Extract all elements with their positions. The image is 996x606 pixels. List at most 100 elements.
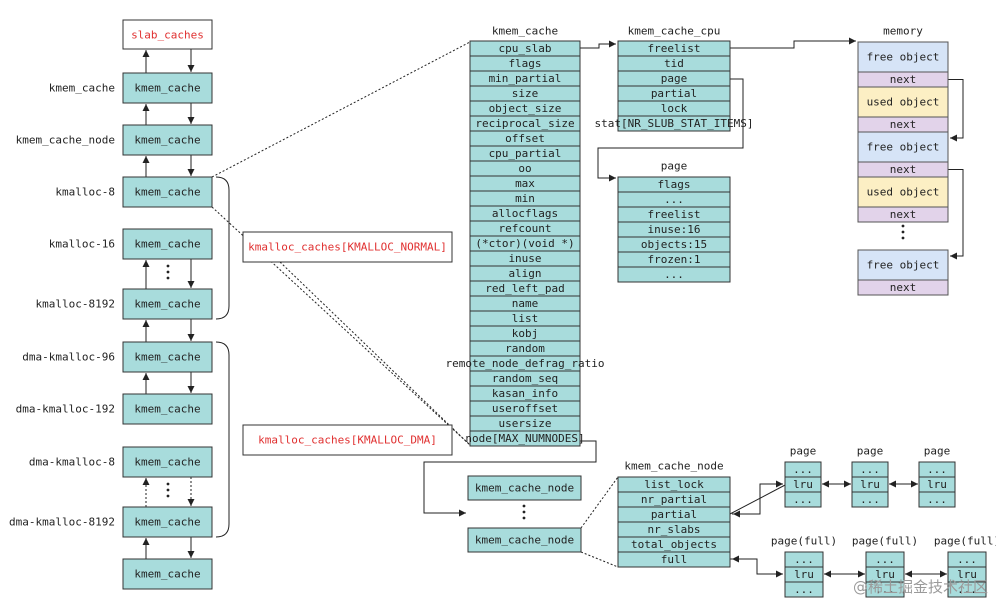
full-page-title: page(full)	[771, 535, 837, 548]
ellipsis-icon	[166, 494, 170, 498]
ellipsis-icon	[522, 510, 526, 514]
kmem-cache-cpu-field-label: lock	[661, 102, 688, 115]
full-page-cell-label: ...	[957, 583, 977, 596]
kmem-cache-box-label: kmem_cache	[134, 351, 200, 364]
kmem-cache-field-label: random	[505, 342, 545, 355]
kmem-cache-field-label: allocflags	[492, 207, 558, 220]
page-field-label: ...	[664, 268, 684, 281]
kmem-cache-box-label: kmem_cache	[134, 403, 200, 416]
kmem-cache-field-label: oo	[518, 162, 531, 175]
full-page-cell-label: ...	[875, 583, 895, 596]
ellipsis-icon	[166, 482, 170, 486]
kmem-cache-field-label: (*ctor)(void *)	[475, 237, 574, 250]
full-page-cell	[784, 581, 824, 598]
cache-name-label: kmem_cache	[49, 82, 115, 95]
kmem-cache-field-label: random_seq	[492, 372, 558, 385]
memory-block-label: free object	[867, 141, 940, 154]
free-object-block	[857, 41, 949, 73]
kmem-cache-field-label: remote_node_defrag_ratio	[446, 357, 605, 370]
cache-name-label: kmalloc-16	[49, 238, 115, 251]
kmem-cache-node-box	[467, 527, 582, 553]
kmem-cache-box-label: kmem_cache	[134, 456, 200, 469]
kmem-cache-box	[122, 176, 213, 208]
cache-name-label: dma-kmalloc-96	[22, 351, 115, 364]
kmem-cache-field-label: node[MAX_NUMNODES]	[465, 432, 584, 445]
kmem-cache-node-box	[467, 475, 582, 501]
kmem-cache-field-label: align	[508, 267, 541, 280]
kmem-cache-box-label: kmem_cache	[134, 298, 200, 311]
memory-block-label: next	[890, 208, 917, 221]
memory-block-label: free object	[867, 259, 940, 272]
kmem-cache-field-label: size	[512, 87, 539, 100]
zoom-line	[580, 551, 619, 568]
kmem-cache-box	[122, 72, 213, 104]
kmem-cache-box	[122, 393, 213, 425]
free-object-block	[857, 249, 949, 281]
ellipsis-icon	[166, 264, 170, 268]
kmem-cache-field-label: usersize	[499, 417, 552, 430]
kmalloc-dma-bracket	[215, 341, 230, 538]
full-page-cell-label: ...	[794, 583, 814, 596]
page-field-label: frozen:1	[648, 253, 701, 266]
partial-page-cell-label: lru	[793, 478, 813, 491]
partial-page-cell-label: ...	[860, 463, 880, 476]
kmem-cache-node-field	[617, 551, 731, 568]
used-object-block	[857, 176, 949, 208]
partial-page-title: page	[924, 445, 951, 458]
kmem-cache-field-label: min_partial	[489, 72, 562, 85]
kmalloc-dma-label: kmalloc_caches[KMALLOC_DMA]	[258, 434, 437, 447]
zoom-line	[211, 41, 471, 178]
kmem-cache-node-field-label: list_lock	[644, 478, 704, 491]
free-object-block	[857, 131, 949, 163]
kmem-cache-cpu-field	[617, 115, 731, 132]
kmem-cache-field-label: max	[515, 177, 535, 190]
kmem-cache-field-label: offset	[505, 132, 545, 145]
kmem-cache-field-label: refcount	[499, 222, 552, 235]
partial-page-cell	[851, 491, 889, 508]
slab-caches-label: slab_caches	[131, 29, 204, 42]
full-page-cell	[947, 581, 987, 598]
kmem-cache-box	[122, 558, 213, 590]
kmem-cache-field-label: inuse	[508, 252, 541, 265]
memory-block-label: next	[890, 73, 917, 86]
ellipsis-icon	[166, 276, 170, 280]
kmem-cache-node-field-label: total_objects	[631, 538, 717, 551]
kmem-cache-box	[122, 341, 213, 373]
kmalloc-dma-box	[242, 424, 453, 456]
full-list-back-arrow	[732, 555, 783, 575]
kmem-cache-cpu-field-label: page	[661, 72, 688, 85]
hidden	[729, 483, 788, 515]
kmem-cache-box	[122, 228, 213, 260]
page-field-label: objects:15	[641, 238, 707, 251]
ellipsis-icon	[166, 270, 170, 274]
next-chain-arrow	[948, 79, 964, 142]
kmem-cache-field-label: kobj	[512, 327, 539, 340]
page-title: page	[661, 160, 688, 173]
partial-page-cell-label: ...	[793, 493, 813, 506]
full-page-cell-label: ...	[875, 553, 895, 566]
kmem-cache-field-label: useroffset	[492, 402, 558, 415]
partial-list-back-arrow	[733, 483, 783, 518]
kmem-cache-field-label: object_size	[489, 102, 562, 115]
kmem-cache-box-label: kmem_cache	[134, 568, 200, 581]
full-page-title: page(full)	[852, 535, 918, 548]
kmem-cache-box	[122, 124, 213, 156]
full-page-cell-label: lru	[794, 568, 814, 581]
full-page-title: page(full)	[934, 535, 996, 548]
page-field	[617, 266, 731, 283]
kmem-cache-field-label: cpu_slab	[499, 42, 552, 55]
cache-name-label: kmalloc-8	[55, 186, 115, 199]
memory-block-label: free object	[867, 51, 940, 64]
kmem-cache-field-label: kasan_info	[492, 387, 558, 400]
memory-block-label: used object	[867, 96, 940, 109]
partial-page-cell-label: ...	[860, 493, 880, 506]
kmem-cache-box-label: kmem_cache	[134, 516, 200, 529]
memory-block-label: next	[890, 118, 917, 131]
kmem-cache-node-box-label: kmem_cache_node	[475, 482, 574, 495]
memory-block-label: used object	[867, 186, 940, 199]
kmem-cache-box	[122, 446, 213, 478]
kmem-cache-box	[122, 506, 213, 538]
watermark-text: @稀土掘金技术社区	[853, 578, 988, 596]
cache-name-label: dma-kmalloc-8192	[9, 516, 115, 529]
